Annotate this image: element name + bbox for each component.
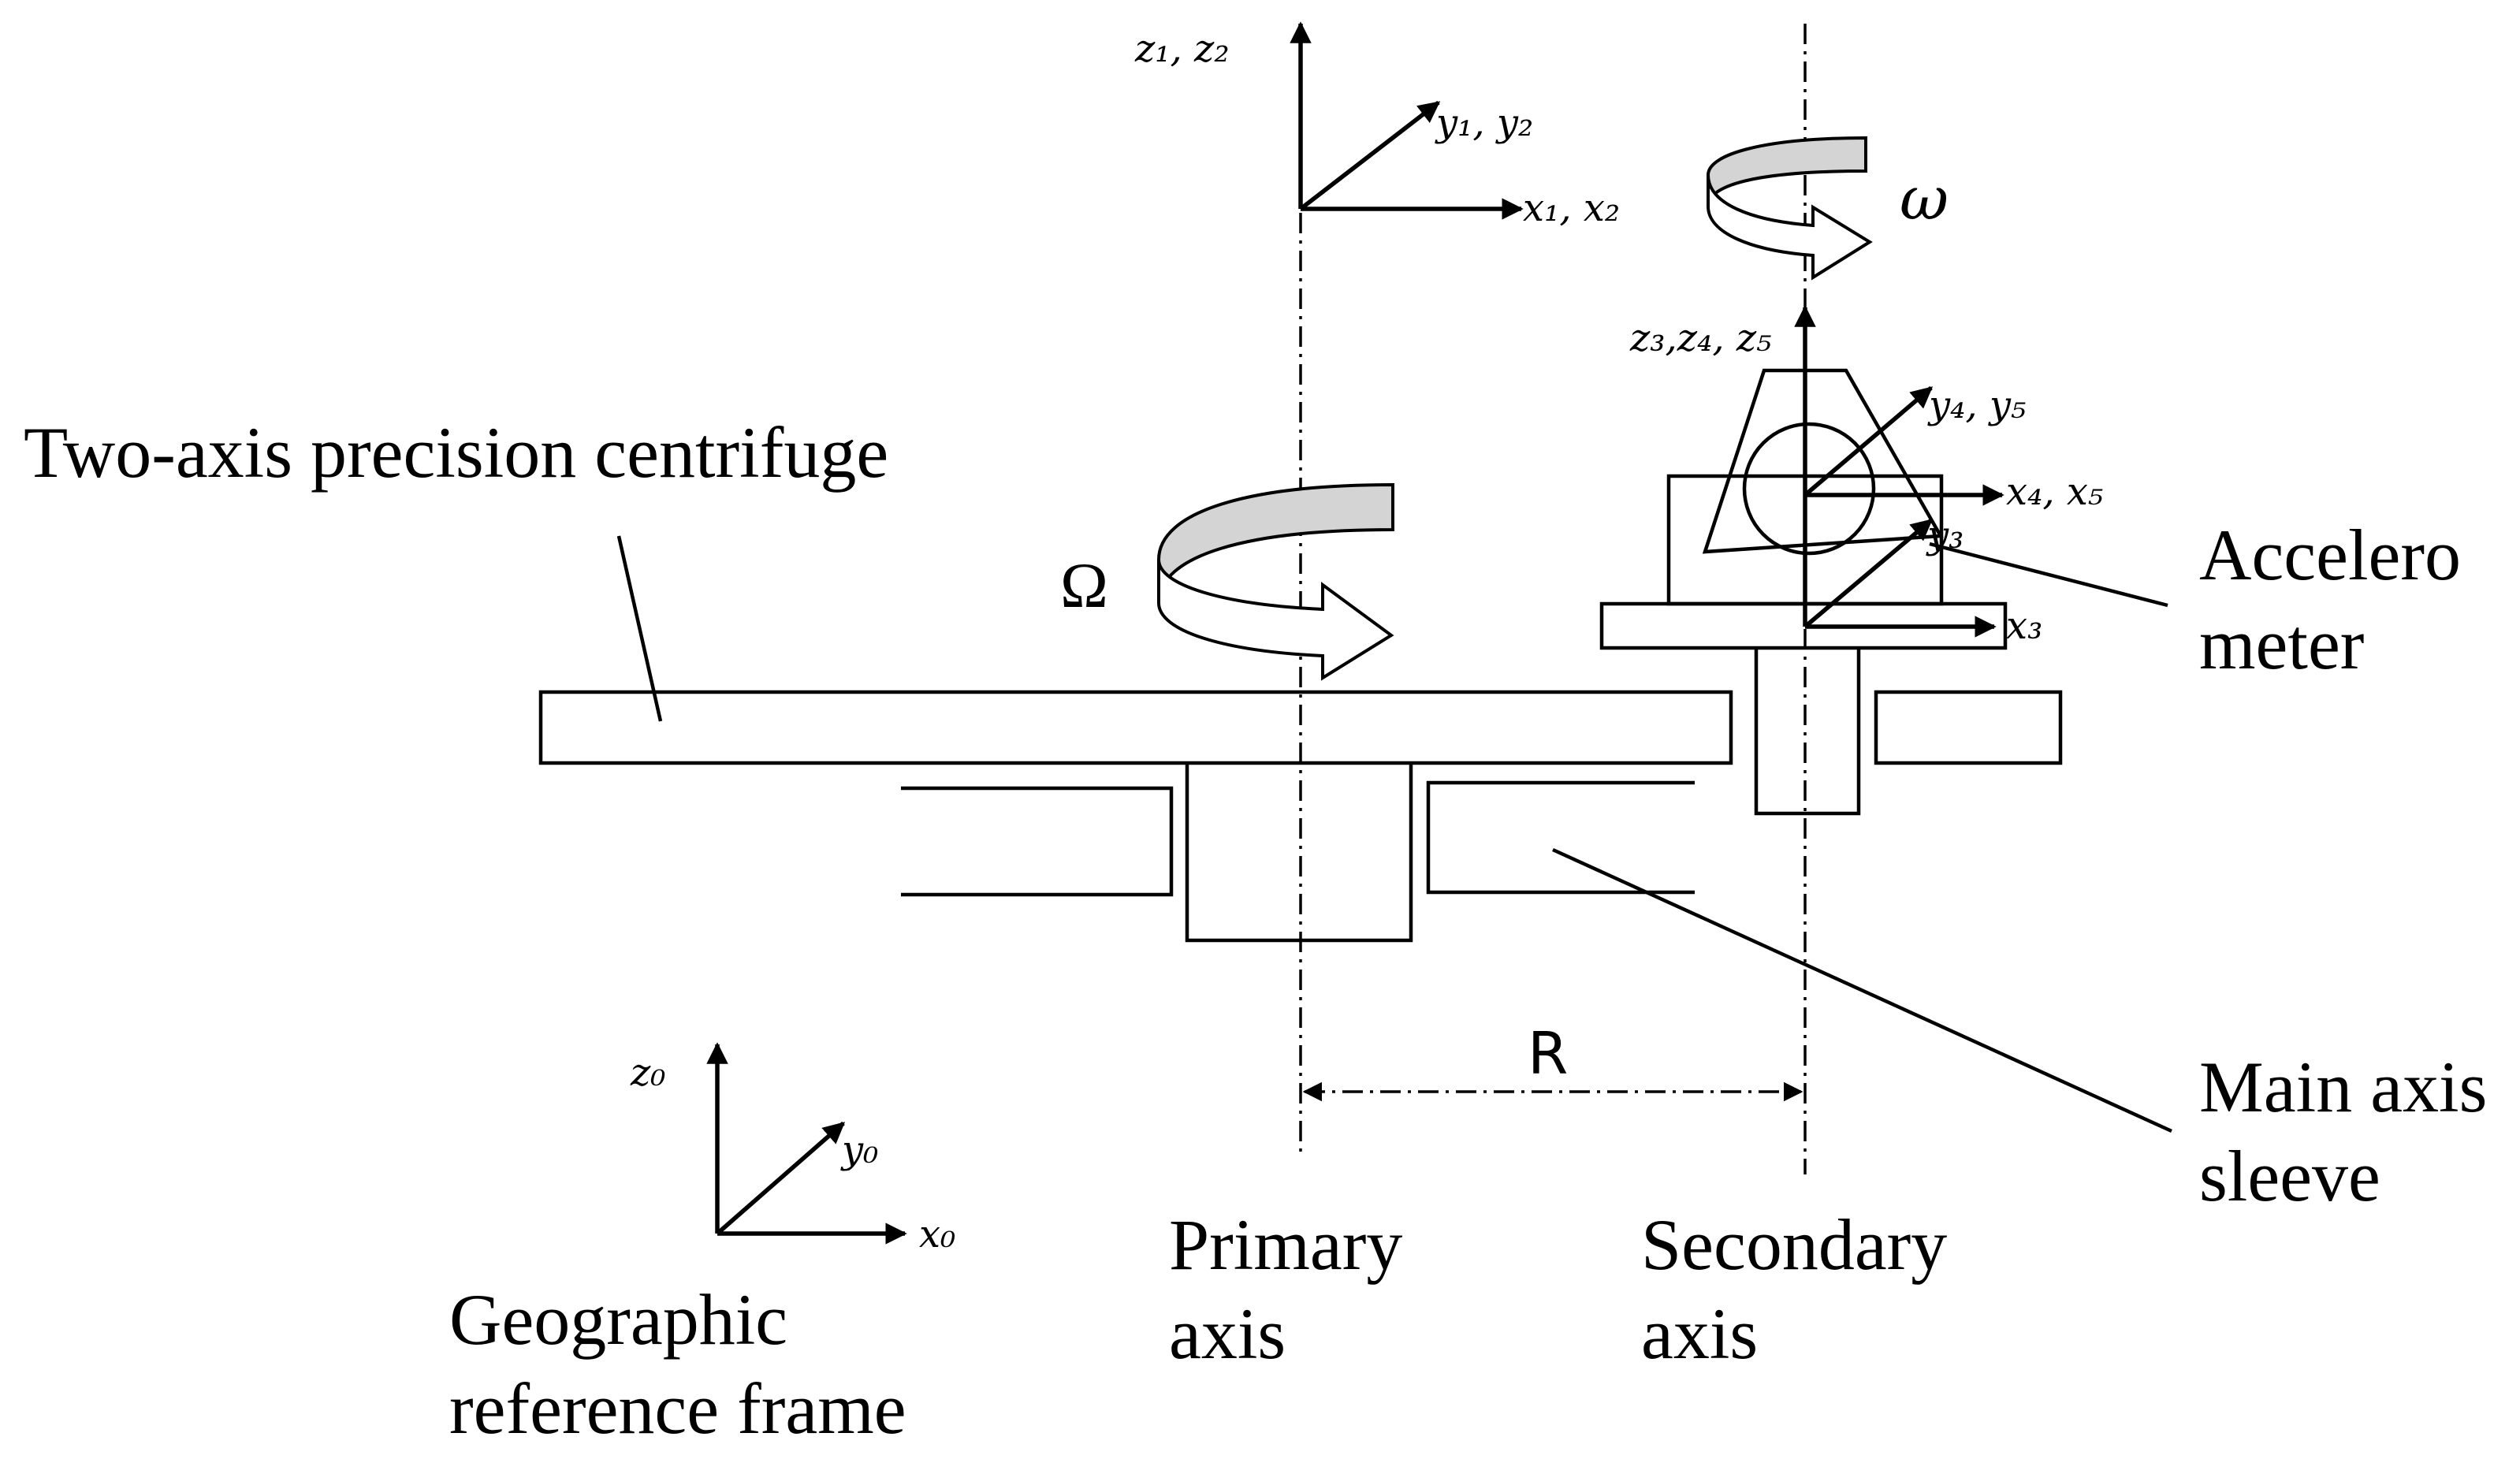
primary-axis-label-2: axis bbox=[1169, 1293, 1286, 1374]
centrifuge-leader bbox=[616, 535, 663, 722]
accelerometer-sensor bbox=[1742, 422, 1876, 556]
sleeve-label-1: Main axis bbox=[2199, 1047, 2487, 1127]
y3-axis bbox=[1803, 518, 1934, 629]
radius-label: R bbox=[1528, 1020, 1568, 1088]
x12-label: x₁, x₂ bbox=[1523, 186, 1620, 230]
secondary-axis-label-2: axis bbox=[1641, 1293, 1758, 1374]
accelerometer-leader bbox=[1929, 542, 2168, 608]
centrifuge-arm bbox=[538, 690, 1733, 765]
x3-label: x₃ bbox=[2006, 604, 2042, 648]
omega-primary-symbol: Ω bbox=[1060, 549, 1108, 621]
sleeve-left bbox=[901, 786, 1174, 897]
secondary-shaft-neck bbox=[1754, 648, 1861, 692]
y0-axis bbox=[716, 1121, 846, 1236]
main-shaft bbox=[1185, 763, 1413, 943]
geographic-label-2: reference frame bbox=[449, 1368, 906, 1449]
y12-label: y₁, y₂ bbox=[1435, 101, 1533, 145]
secondary-rotation-arrow bbox=[1707, 136, 1873, 281]
accelerometer-label-1: Accelero bbox=[2199, 515, 2461, 595]
sleeve-label-2: sleeve bbox=[2199, 1136, 2380, 1216]
y12-axis bbox=[1299, 100, 1441, 211]
z345-label: z₃,z₄, z₅ bbox=[1629, 316, 1771, 360]
omega-secondary-symbol: ω bbox=[1900, 163, 1949, 233]
accelerometer-label-2: meter bbox=[2199, 604, 2364, 684]
centrifuge-label: Two-axis precision centrifuge bbox=[24, 412, 888, 493]
y3-label: y₃ bbox=[1926, 513, 1964, 557]
y45-label: y₄, y₅ bbox=[1927, 383, 2026, 427]
primary-axis-label-1: Primary bbox=[1169, 1204, 1402, 1285]
centrifuge-arm-right-segment bbox=[1874, 690, 2063, 765]
secondary-axis-label-1: Secondary bbox=[1641, 1204, 1947, 1285]
geographic-label-1: Geographic bbox=[449, 1279, 787, 1360]
y0-label: y₀ bbox=[840, 1128, 878, 1172]
z12-label: z₁, z₂ bbox=[1134, 27, 1230, 71]
sleeve-leader bbox=[1552, 847, 2172, 1133]
y45-axis bbox=[1803, 385, 1934, 497]
primary-rotation-arrow bbox=[1157, 482, 1394, 681]
secondary-shaft bbox=[1754, 692, 1861, 816]
x0-label: x₀ bbox=[919, 1212, 955, 1256]
x45-label: x₄, x₅ bbox=[2006, 470, 2103, 514]
sleeve-right bbox=[1426, 780, 1695, 895]
accelerometer-triangle bbox=[1702, 368, 1944, 554]
z0-label: z₀ bbox=[630, 1051, 666, 1095]
